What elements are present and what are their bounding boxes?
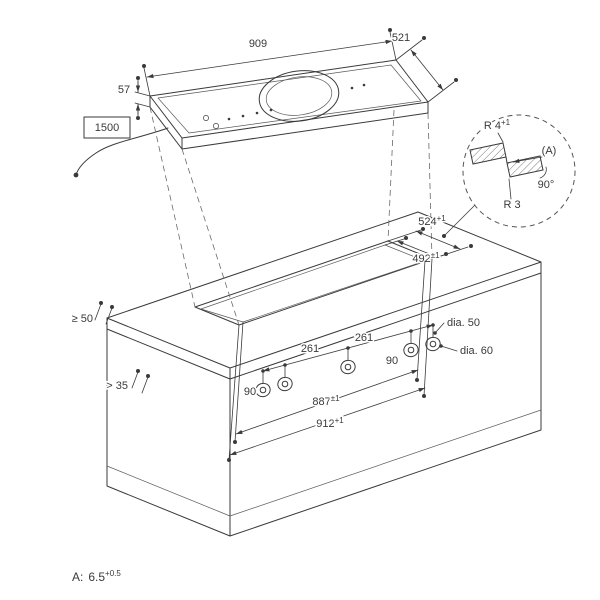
dim-side-clearance: ≥ 50 xyxy=(72,313,93,325)
cooktop-dimensions: 909 521 57 1500 xyxy=(83,28,458,139)
cable-length-box xyxy=(83,116,131,139)
dim-cooktop-depth: 521 xyxy=(392,32,410,44)
dim-cable-length: 1500 xyxy=(95,122,119,134)
knob-4 xyxy=(403,342,419,358)
dim-hole-small: dia. 50 xyxy=(447,317,480,329)
detail-circle xyxy=(462,114,576,228)
depth-dimension-line xyxy=(410,49,444,91)
label-radius-top: R 4+1 xyxy=(484,118,511,132)
dim-knob-spacing-4: 90 xyxy=(386,355,398,367)
cutout-dimensions: 524+1 492±1 ≥ 50 > 35 xyxy=(70,213,473,394)
hole-large-leader xyxy=(440,345,458,352)
dim-front-clearance: > 35 xyxy=(106,380,128,392)
detail-view: R 4+1 (A) 90° R 3 xyxy=(442,114,576,238)
front-clearance-dots xyxy=(136,369,150,378)
profile-upper-slab xyxy=(469,142,507,165)
dim-hole-large: dia. 60 xyxy=(460,345,493,357)
angle-arc xyxy=(539,166,547,179)
dim-knob-spacing-3: 261 xyxy=(355,332,373,344)
hole-large-dot xyxy=(439,344,443,348)
knob-3 xyxy=(340,359,356,375)
height-dimension-dots xyxy=(136,76,140,120)
radius-bottom-leader xyxy=(508,178,512,200)
front-clearance-ticks xyxy=(131,371,149,394)
knob-2 xyxy=(277,376,293,392)
dim-cooktop-height: 57 xyxy=(118,84,130,96)
label-angle: 90° xyxy=(538,179,555,191)
power-cable xyxy=(75,127,169,176)
footnote-a: A:6.5+0.5 xyxy=(72,569,121,584)
cooktop-control-markings xyxy=(203,83,366,129)
reference-arrow xyxy=(512,156,543,164)
profile-lower-slab xyxy=(506,155,544,178)
rebate-depth-dim xyxy=(396,240,438,258)
dim-cutout-depth-outer: 524+1 xyxy=(418,214,446,228)
detail-leader-dot xyxy=(442,234,446,238)
width-outer-dim xyxy=(229,387,426,456)
rebate-depth-ext xyxy=(384,238,445,262)
cable-end-dot xyxy=(73,172,79,178)
dim-cutout-width-inner: 887±1 xyxy=(312,394,340,408)
height-extension-lines xyxy=(134,91,151,108)
cabinet-view xyxy=(106,211,542,537)
profile-step-wall xyxy=(505,156,508,164)
dim-knob-spacing-2: 261 xyxy=(301,343,319,355)
side-clearance-dots xyxy=(99,301,114,309)
width-dimension-dots xyxy=(227,378,426,462)
cabinet-plinth-line xyxy=(106,409,542,517)
cutout-width-dimensions: 887±1 912+1 xyxy=(227,258,433,462)
cutout-depth-dots xyxy=(421,227,473,248)
depth-extension-lines xyxy=(395,39,455,103)
rebate-depth-dots xyxy=(404,236,448,256)
hole-small-leader xyxy=(434,322,445,334)
dim-cutout-depth-inner: 492±1 xyxy=(412,251,440,265)
dim-cutout-width-outer: 912+1 xyxy=(316,416,344,430)
depth-dimension-dots xyxy=(422,36,458,82)
dim-knob-spacing-1: 90 xyxy=(244,386,256,398)
radius-top-leader xyxy=(497,132,504,143)
knob-chain-dots xyxy=(261,323,435,373)
hole-small-dot xyxy=(433,331,437,335)
projection-dashed-lines xyxy=(149,106,433,326)
knob-1 xyxy=(255,382,271,398)
cooktop-surface xyxy=(149,59,429,139)
detail-leader xyxy=(443,204,476,237)
cabinet-body xyxy=(106,272,542,537)
width-dimension-dots xyxy=(142,28,392,68)
dim-cooktop-width: 909 xyxy=(249,38,267,50)
label-reference-a: (A) xyxy=(542,145,557,157)
width-extension-lines xyxy=(143,31,397,97)
cutout-depth-dim xyxy=(415,230,461,250)
side-clearance-ticks xyxy=(94,303,113,325)
width-dimension-line xyxy=(146,39,393,79)
label-radius-bottom: R 3 xyxy=(503,199,520,211)
